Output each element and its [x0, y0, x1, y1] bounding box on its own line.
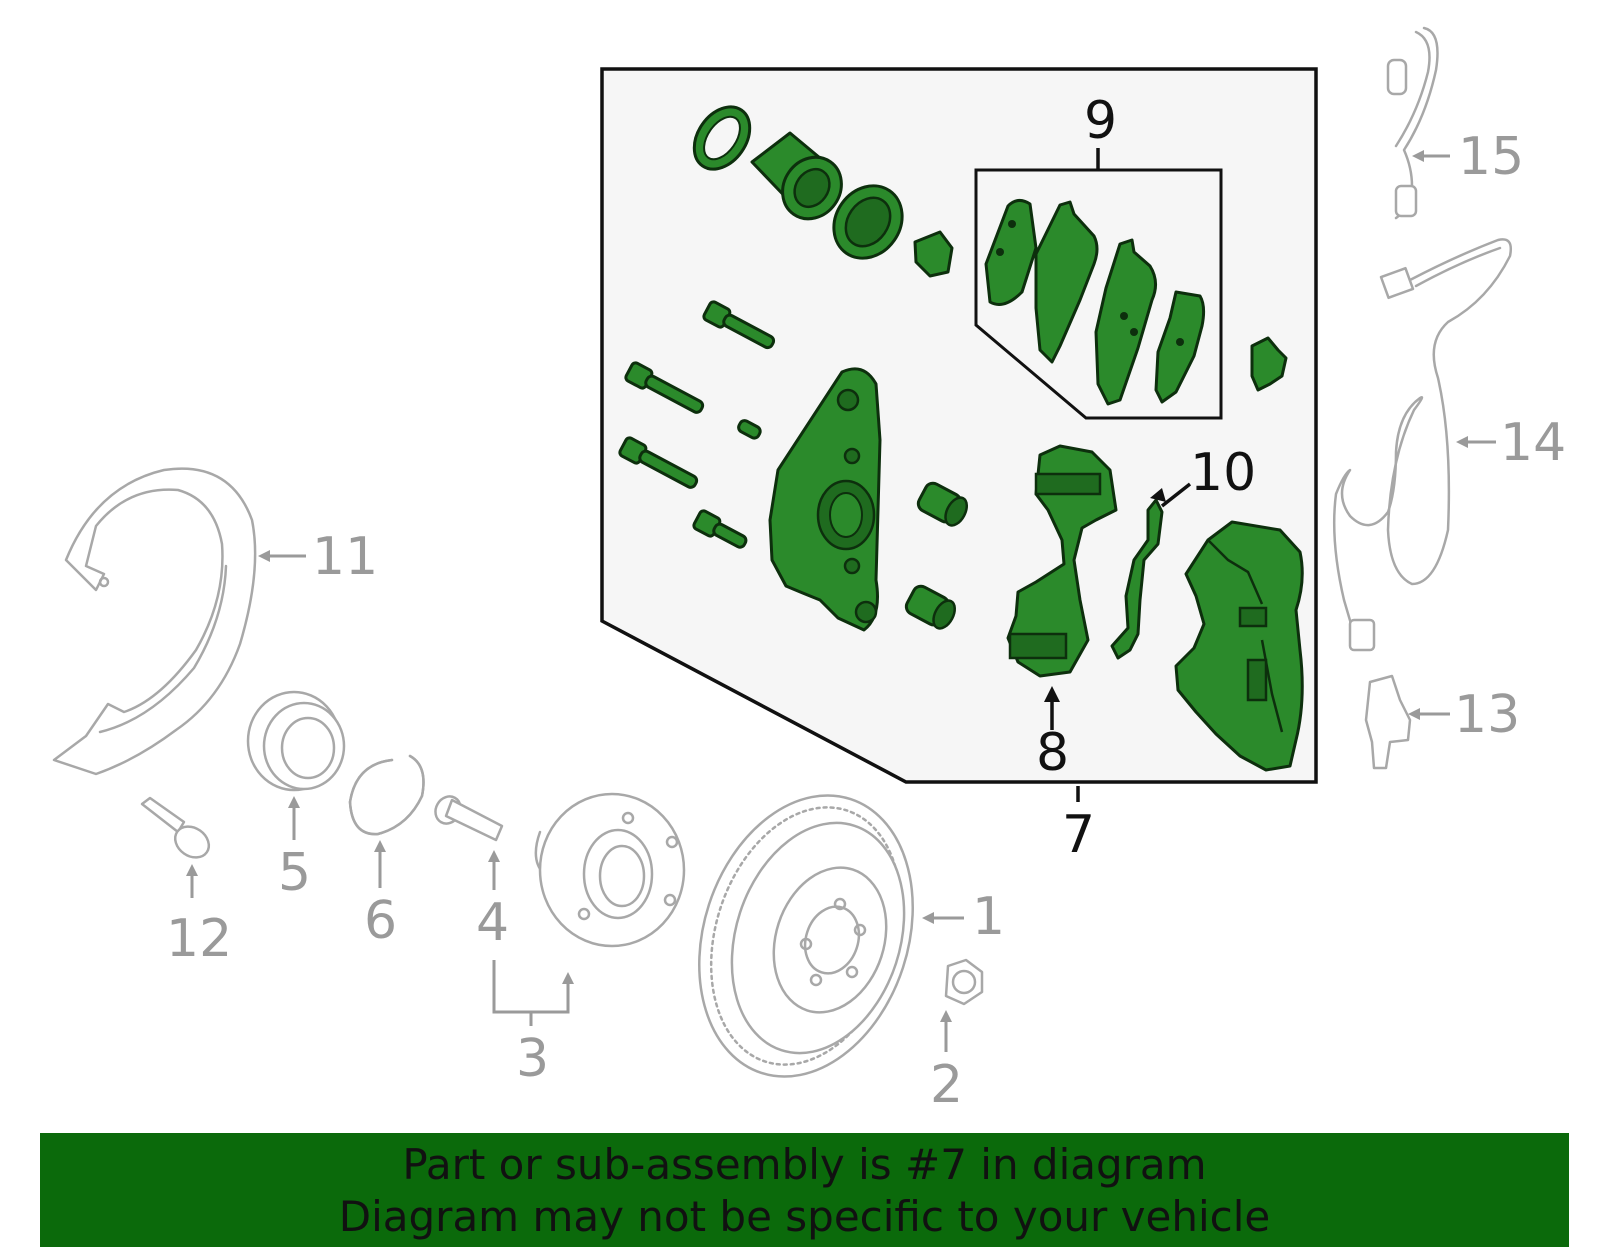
- caliper-assembly-parts[interactable]: [618, 96, 1304, 772]
- sensor-cable-15: [1386, 26, 1439, 220]
- callout-9: 9: [1084, 91, 1117, 151]
- wheel-hub-3: [534, 792, 686, 948]
- brake-rotor-1: [698, 794, 914, 1078]
- guide-bushings[interactable]: [904, 480, 972, 632]
- callout-12: 12: [166, 909, 232, 969]
- callout-13: 13: [1454, 685, 1520, 745]
- wheel-stud-4: [434, 795, 504, 842]
- callout-5: 5: [278, 843, 311, 903]
- notice-banner: Part or sub-assembly is #7 in diagram Di…: [40, 1133, 1569, 1247]
- bolt-12: [140, 796, 211, 859]
- abs-cable-14: [1332, 238, 1512, 652]
- lug-nut-2: [944, 958, 984, 1006]
- leader-lines: [186, 148, 1496, 1052]
- callout-14: 14: [1500, 413, 1566, 473]
- pad-clip[interactable]: [1250, 336, 1288, 392]
- caliper-frame[interactable]: [1174, 520, 1304, 772]
- retaining-clip[interactable]: [913, 230, 954, 278]
- notice-line-1: Part or sub-assembly is #7 in diagram: [402, 1140, 1207, 1189]
- callout-1: 1: [972, 887, 1005, 947]
- caliper-bolts[interactable]: [618, 300, 777, 552]
- wheel-bearing-5: [246, 690, 346, 792]
- callout-6: 6: [364, 891, 397, 951]
- callout-2: 2: [930, 1055, 963, 1115]
- caliper-piston[interactable]: [750, 131, 853, 230]
- callout-8: 8: [1036, 723, 1069, 783]
- parts-diagram: 9 10 8 7 15 14 13 11 12 5 6 4 3 1 2: [52, 26, 1566, 1115]
- wear-sensor-clip[interactable]: [1110, 498, 1164, 660]
- callout-labels: 9 10 8 7 15 14 13 11 12 5 6 4 3 1 2: [166, 91, 1566, 1115]
- callout-7: 7: [1062, 805, 1095, 865]
- brake-pads[interactable]: [984, 199, 1206, 406]
- wheel-speed-sensor-13: [1364, 674, 1412, 770]
- caliper-housing[interactable]: [768, 367, 882, 632]
- notice-line-2: Diagram may not be specific to your vehi…: [338, 1192, 1271, 1241]
- callout-4: 4: [476, 893, 509, 953]
- callout-3: 3: [516, 1029, 549, 1089]
- snap-ring-6: [348, 754, 425, 836]
- caliper-bracket[interactable]: [1006, 444, 1118, 678]
- dust-boot[interactable]: [820, 173, 916, 272]
- callout-10: 10: [1190, 443, 1256, 503]
- callout-15: 15: [1458, 127, 1524, 187]
- dust-shield-11: [52, 467, 257, 776]
- callout-11: 11: [312, 527, 378, 587]
